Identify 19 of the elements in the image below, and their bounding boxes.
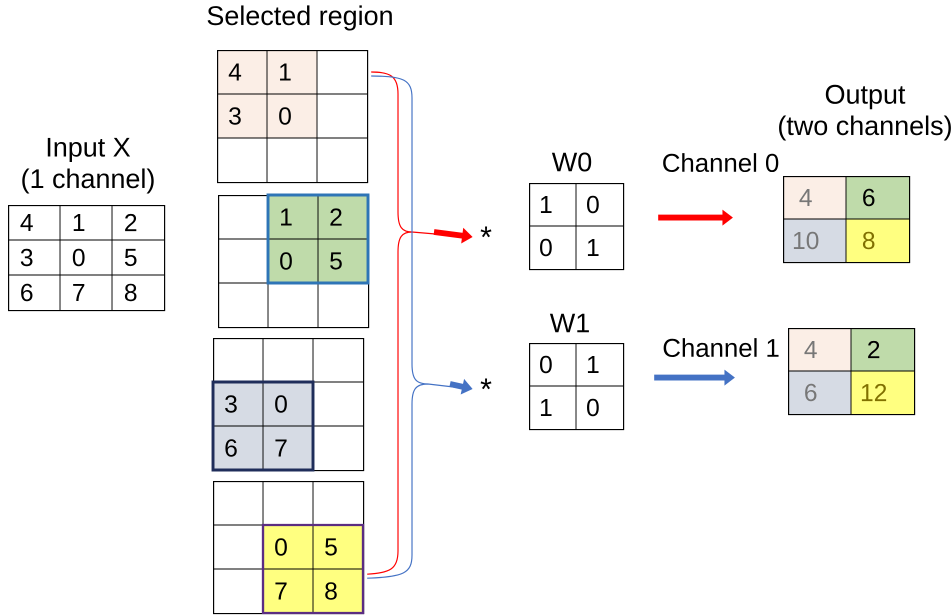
matrix-grid: 4 1 3 0 — [216, 50, 368, 184]
matrix-grid: W1 0 1 1 0 — [528, 314, 624, 430]
edge-label: Channel 0 — [660, 150, 782, 174]
matrix-grid: 4 2 6 12 — [788, 328, 916, 416]
node-label: (1 channel) — [22, 168, 154, 194]
operator-symbol: * — [480, 378, 492, 390]
matrix-grid: Input X (1 channel) 4 1 2 3 0 5 6 7 8 — [8, 138, 166, 312]
matrix-grid: 3 0 6 7 — [212, 338, 364, 472]
node-label: Output — [826, 84, 906, 110]
node-label: W0 — [552, 152, 592, 172]
node-label: (two channels) — [779, 115, 951, 141]
edge-label: Channel 1 — [660, 336, 782, 360]
matrix-grid: W0 1 0 0 1 — [528, 152, 624, 270]
matrix-grid: Output (two channels) 4 6 10 8 — [779, 84, 951, 264]
node-label: Input X — [48, 138, 130, 162]
operator-symbol: * — [480, 226, 492, 238]
node-label: W1 — [550, 314, 589, 332]
matrix-grid: 0 5 7 8 — [212, 480, 364, 614]
matrix-grid: 1 2 0 5 — [218, 194, 370, 328]
